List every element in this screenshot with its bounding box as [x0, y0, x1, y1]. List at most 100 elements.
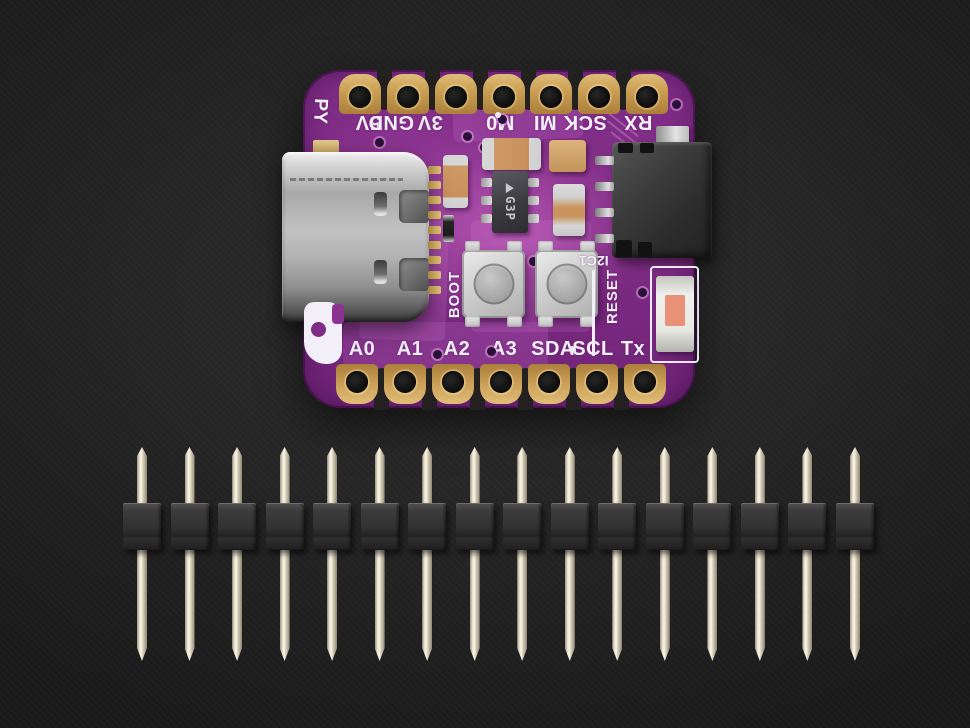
- usb-smt-lead: [428, 241, 441, 249]
- connector-leg: [595, 182, 614, 191]
- castellated-pad: [626, 74, 668, 114]
- qt-logo-mark: [304, 302, 344, 364]
- castellated-pad: [576, 364, 618, 404]
- capacitor: [443, 155, 468, 208]
- pad-hole: [445, 86, 467, 108]
- button-leg: [538, 316, 553, 327]
- header-plastic-block: [740, 503, 779, 550]
- header-pin: [755, 447, 765, 661]
- header-pin: [565, 447, 575, 661]
- via: [463, 132, 472, 141]
- button-leg: [507, 316, 522, 327]
- header-plastic-block: [503, 503, 542, 550]
- pad-hole: [397, 86, 419, 108]
- pad-hole: [394, 371, 416, 393]
- pad-hole: [538, 371, 560, 393]
- chip-leg: [481, 214, 492, 223]
- header-plastic-block: [788, 503, 827, 550]
- castellated-pad: [528, 364, 570, 404]
- header-plastic-block: [265, 503, 304, 550]
- top-pin-label: MI: [533, 111, 557, 133]
- gold-pad: [313, 140, 339, 155]
- header-pin: [327, 447, 337, 661]
- pad-hole: [540, 86, 562, 108]
- castellated-pad: [339, 74, 381, 114]
- i2c-port-label: I2C1: [579, 253, 609, 269]
- header-pin: [137, 447, 147, 661]
- chip-logo-triangle: [506, 183, 514, 194]
- connector-leg: [595, 208, 614, 217]
- pad-hole: [349, 86, 371, 108]
- usb-smt-lead: [428, 226, 441, 234]
- chip-leg: [481, 196, 492, 205]
- header-plastic-block: [123, 503, 161, 550]
- button-leg: [465, 241, 480, 252]
- header-plastic-block: [360, 503, 399, 550]
- header-plastic-block: [836, 503, 874, 550]
- top-pin-label: GND: [368, 111, 414, 133]
- usb-shell-slot: [374, 260, 387, 284]
- capacitor-tan: [549, 140, 586, 172]
- pad-hole: [346, 371, 368, 393]
- reset-button-label: RESET: [604, 268, 622, 325]
- button-leg: [580, 241, 595, 252]
- header-pin: [707, 447, 717, 661]
- connector-leg: [595, 234, 614, 243]
- header-pin: [470, 447, 480, 661]
- pad-hole: [493, 86, 515, 108]
- header-plastic-block: [455, 503, 494, 550]
- boot-button: [462, 241, 525, 327]
- castellated-pad: [384, 364, 426, 404]
- silkscreen-divider: [592, 270, 595, 356]
- button-leg: [580, 316, 595, 327]
- usb-smt-lead: [428, 286, 441, 294]
- header-pin: [422, 447, 432, 661]
- boot-button-cap: [473, 263, 514, 305]
- via: [375, 138, 384, 147]
- bottom-pin-label: A2: [443, 338, 471, 360]
- bottom-pin-label: A3: [490, 338, 518, 360]
- pad-hole: [490, 371, 512, 393]
- pad-hole: [636, 86, 658, 108]
- chip-leg: [528, 196, 539, 205]
- silkscreen-dot: [495, 112, 501, 118]
- bottom-pin-label: SDA: [531, 338, 575, 360]
- usb-smt-lead: [428, 211, 441, 219]
- pad-hole: [586, 371, 608, 393]
- connector-tab: [616, 240, 632, 257]
- led-silkscreen-outline: [650, 266, 699, 363]
- header-pin: [660, 447, 670, 661]
- castellated-pad: [530, 74, 572, 114]
- via: [672, 100, 681, 109]
- chip-leg: [481, 178, 492, 187]
- header-plastic-block: [645, 503, 684, 550]
- button-leg: [507, 241, 522, 252]
- qt-logo-notch: [332, 304, 344, 324]
- header-pin: [850, 447, 860, 661]
- connector-tab: [618, 143, 633, 153]
- usb-etched-text: [290, 178, 403, 181]
- castellated-pad: [432, 364, 474, 404]
- bottom-pin-label: A1: [396, 338, 424, 360]
- header-pin: [375, 447, 385, 661]
- usb-smt-lead: [428, 196, 441, 204]
- reset-button-cap: [546, 263, 587, 305]
- header-plastic-block: [408, 503, 447, 550]
- header-plastic-block: [313, 503, 352, 550]
- usb-shell-cutout: [399, 258, 429, 291]
- button-leg: [465, 316, 480, 327]
- led-orange-core: [665, 295, 685, 326]
- header-plastic-block: [598, 503, 637, 550]
- chip-marking: G3P: [503, 183, 517, 221]
- board-logo-text: PY: [309, 97, 332, 125]
- castellated-pad: [624, 364, 666, 404]
- pad-hole: [588, 86, 610, 108]
- via: [529, 257, 538, 266]
- castellated-pad: [483, 74, 525, 114]
- header-plastic-block: [693, 503, 732, 550]
- header-pin: [517, 447, 527, 661]
- bottom-pin-label: A0: [348, 338, 376, 360]
- resistor: [443, 215, 454, 242]
- qt-py-board: 5VGND3VM0MISCKRXA0A1A2A3SDASCLTx G3P: [282, 68, 712, 410]
